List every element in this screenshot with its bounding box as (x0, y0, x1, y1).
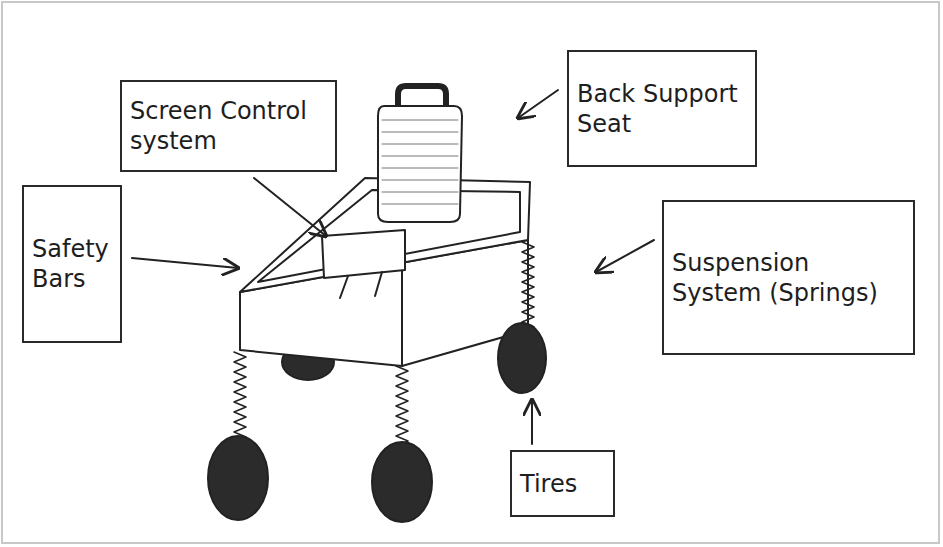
back-support-seat (378, 106, 462, 222)
callout-box: Safety Bars (22, 185, 122, 343)
seat-handle (398, 86, 446, 106)
seat-stripes (382, 120, 458, 204)
leader-arrow (531, 400, 533, 444)
leader-arrow (254, 178, 326, 236)
leader-arrow (518, 90, 558, 118)
control-screen (322, 230, 405, 278)
body-edge (401, 263, 403, 366)
callout-box: Suspension System (Springs) (662, 200, 915, 355)
tire (498, 323, 546, 393)
safety-bar-inner (258, 190, 520, 282)
spring (522, 242, 534, 332)
leader-arrow (132, 258, 238, 268)
callout-label: Tires (520, 469, 605, 499)
tire (208, 436, 268, 520)
callout-box: Tires (510, 450, 615, 517)
screen-leg (340, 276, 348, 298)
tire (372, 442, 432, 522)
callout-label: Screen Control system (130, 96, 327, 156)
callout-label: Safety Bars (32, 234, 112, 294)
callout-label: Back Support Seat (577, 79, 747, 139)
callout-box: Back Support Seat (567, 50, 757, 167)
screen-leg (375, 272, 382, 296)
leader-arrow (596, 240, 654, 272)
callout-box: Screen Control system (120, 80, 337, 172)
callout-label: Suspension System (Springs) (672, 248, 905, 308)
